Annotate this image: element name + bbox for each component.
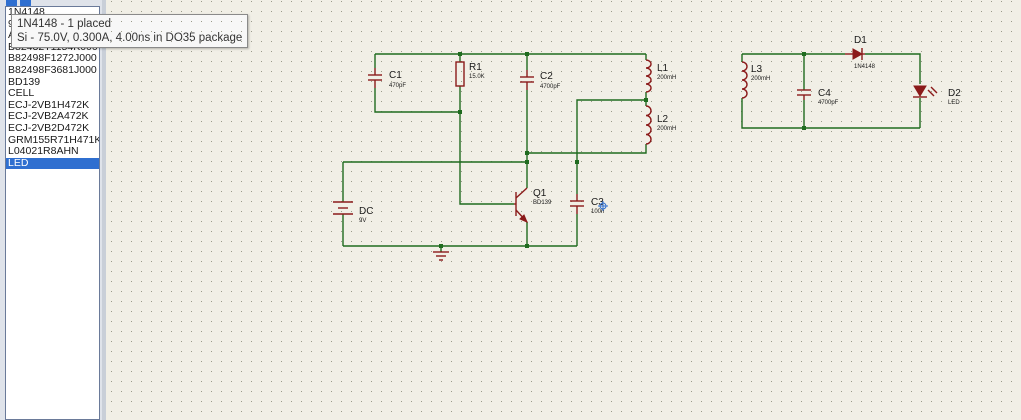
- q1-value: BD139: [533, 200, 552, 206]
- q1-ref: Q1: [533, 188, 547, 199]
- junctions: [439, 52, 806, 248]
- device-list-item[interactable]: L04021R8AHN: [8, 146, 79, 158]
- l3-ref: L3: [751, 64, 763, 75]
- device-list-item[interactable]: LED: [6, 157, 99, 170]
- device-list-item[interactable]: B82498F1272J000: [8, 53, 97, 65]
- device-list-item[interactable]: 1N4148: [8, 7, 45, 18]
- device-selector-panel: 1N41489CAB82432T1154K000B82498F1272J000B…: [0, 0, 248, 420]
- device-list-item[interactable]: ECJ-2VB2D472K: [8, 122, 90, 134]
- diode-d1[interactable]: D1 1N4148: [845, 35, 876, 70]
- led-d2[interactable]: D2 LED: [913, 85, 961, 106]
- capacitor-c4[interactable]: C4 4700pF: [797, 88, 839, 106]
- device-list-item[interactable]: GRM155R71H471K: [8, 134, 99, 146]
- d1-value: 1N4148: [854, 64, 876, 70]
- c3-value: 100n: [591, 209, 604, 215]
- c3-ref: C3: [591, 197, 604, 208]
- device-list[interactable]: 1N41489CAB82432T1154K000B82498F1272J000B…: [5, 6, 100, 420]
- resistor-r1[interactable]: R1 15.0K: [455, 61, 485, 87]
- c1-ref: C1: [389, 70, 402, 81]
- l2-value: 200mH: [657, 126, 676, 132]
- dc-value: 9V: [359, 218, 366, 224]
- l1-value: 200mH: [657, 75, 676, 81]
- c1-value: 470pF: [389, 83, 406, 89]
- device-list-item[interactable]: CELL: [8, 88, 35, 100]
- device-list-item[interactable]: ECJ-2VB2A472K: [8, 111, 89, 123]
- wires: [342, 53, 921, 252]
- device-list-toolbar-icon[interactable]: [20, 0, 31, 7]
- inductor-l2[interactable]: L2 200mH: [645, 105, 676, 145]
- grid-background: [106, 0, 1021, 420]
- d2-value: LED: [948, 100, 960, 106]
- capacitor-c3[interactable]: C3 100n: [570, 194, 604, 215]
- c4-value: 4700pF: [818, 100, 839, 106]
- panel-divider[interactable]: [102, 0, 106, 420]
- ground-icon[interactable]: [433, 251, 449, 261]
- device-list-toolbar: [6, 0, 42, 7]
- d1-ref: D1: [854, 35, 867, 46]
- dc-ref: DC: [359, 206, 373, 217]
- device-list-item[interactable]: BD139: [8, 76, 41, 88]
- c2-value: 4700pF: [540, 84, 561, 90]
- capacitor-c1[interactable]: C1 470pF: [368, 68, 406, 89]
- device-list-item[interactable]: B82498F3681J000: [8, 64, 97, 76]
- capacitor-c2[interactable]: C2 4700pF: [520, 70, 561, 90]
- inductor-l3[interactable]: L3 200mH: [741, 61, 770, 99]
- inductor-l1[interactable]: L1 200mH: [645, 59, 676, 93]
- l1-ref: L1: [657, 63, 669, 74]
- c4-ref: C4: [818, 88, 831, 99]
- d2-ref: D2: [948, 88, 961, 99]
- schematic-canvas[interactable]: C1 470pF R1 15.0K C2 4700pF L1 200mH L2: [106, 0, 1021, 420]
- tooltip-title: 1N4148 - 1 placed: [17, 18, 111, 30]
- cursor-crosshair-icon: [598, 201, 608, 211]
- r1-value: 15.0K: [469, 74, 485, 80]
- transistor-q1[interactable]: Q1 BD139: [514, 187, 552, 223]
- r1-ref: R1: [469, 62, 482, 73]
- l3-value: 200mH: [751, 76, 770, 82]
- c2-ref: C2: [540, 71, 553, 82]
- dc-source[interactable]: DC 9V: [333, 201, 373, 224]
- device-list-toolbar-icon[interactable]: [6, 0, 17, 7]
- l2-ref: L2: [657, 114, 669, 125]
- device-list-item[interactable]: ECJ-2VB1H472K: [8, 99, 90, 111]
